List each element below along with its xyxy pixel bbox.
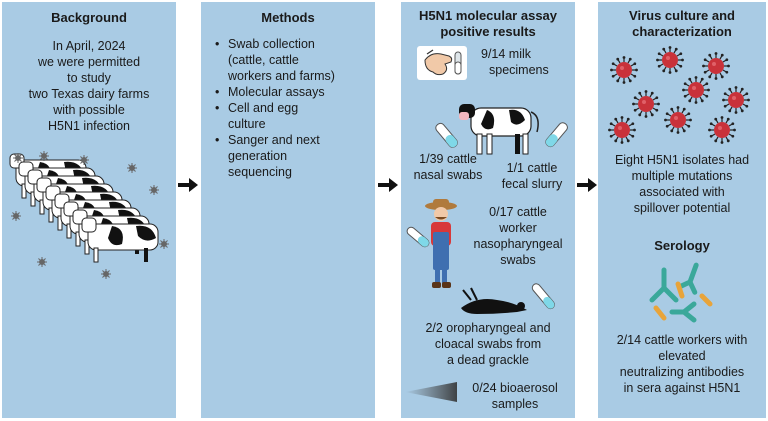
virus-particle-icon [37,257,47,267]
background-line: with possible [53,103,125,117]
grackle-line: a dead grackle [446,353,529,367]
farm-worker-icon [425,199,457,288]
methods-list: Swab collection (cattle, cattle workers … [215,36,373,180]
test-tube-icon [545,122,568,148]
bioaerosol-line: samples [491,397,539,411]
fecal-slurry-line: fecal slurry [501,177,563,191]
worker-swab-line: swabs [500,253,536,267]
virus-particle-icon [610,56,638,84]
methods-item: Molecular assays [215,84,373,100]
grackle-result: 2/2 oropharyngeal and cloacal swabs from… [401,320,575,368]
methods-item-line: Sanger and next [228,133,320,147]
results-title: H5N1 molecular assay positive results [401,8,575,40]
virus-panel: Virus culture and characterization Eight… [598,2,766,418]
nasal-swab-result: 1/39 cattle nasal swabs [403,151,493,183]
background-line: H5N1 infection [48,119,130,133]
results-title-line: H5N1 molecular assay [418,8,558,23]
milk-result: 9/14 milk specimens [481,46,571,78]
virus-particle-icon [664,106,692,134]
methods-title: Methods [261,10,315,25]
virus-particle-icon [101,269,111,279]
methods-item-line: Swab collection [228,37,315,51]
background-title: Background [51,10,127,25]
isolates-line: associated with [639,185,725,199]
arrow-right-icon [178,178,198,192]
methods-item-line: culture [228,117,266,131]
serology-line: neutralizing antibodies [619,365,745,379]
isolates-text: Eight H5N1 isolates had multiple mutatio… [598,152,766,216]
methods-item-line: generation [228,149,288,163]
methods-item: Sanger and next generation sequencing [215,132,373,180]
virus-particle-icon [127,163,137,173]
virus-particle-icon [149,185,159,195]
serology-line: elevated [658,349,706,363]
methods-item-line: sequencing [228,165,292,179]
methods-item: Swab collection (cattle, cattle workers … [215,36,373,84]
virus-particle-icon [39,151,49,161]
arrow-right-icon [378,178,398,192]
virus-particle-icon [13,153,23,163]
methods-item: Cell and egg culture [215,100,373,132]
methods-item-line: (cattle, cattle [228,53,299,67]
isolates-line: spillover potential [633,201,731,215]
milk-result-line: specimens [489,63,549,77]
background-line: In April, 2024 [52,39,126,53]
isolates-line: Eight H5N1 isolates had [614,153,750,167]
serology-line: in sera against H5N1 [623,381,741,395]
fecal-slurry-result: 1/1 cattle fecal slurry [489,160,575,192]
virus-particle-icon [632,90,660,118]
methods-item-line: Molecular assays [228,85,325,99]
cow-icon [459,104,539,155]
virus-particle-icon [608,116,636,144]
worker-swab-line: nasopharyngeal [473,237,563,251]
methods-item-line: workers and farms) [228,69,335,83]
serology-line: 2/14 cattle workers with [616,333,748,347]
virus-title: Virus culture and characterization [598,8,766,40]
cow-herd-icon [9,151,169,279]
results-panel: H5N1 molecular assay positive results 9/… [401,2,575,418]
cow-icon [81,217,159,263]
methods-item-line: Cell and egg [228,101,299,115]
virus-cluster [608,46,750,144]
bioaerosol-line: 0/24 bioaerosol [472,381,558,395]
virus-title-line: characterization [632,24,732,39]
virus-particle-icon [702,52,730,80]
virus-particle-icon [722,86,750,114]
background-line: to study [67,71,111,85]
bioaerosol-result: 0/24 bioaerosol samples [459,380,571,412]
background-line: two Texas dairy farms [28,87,150,101]
nasal-swab-line: 1/39 cattle [419,152,477,166]
worker-swab-line: 0/17 cattle [489,205,547,219]
nasal-swab-line: nasal swabs [413,168,483,182]
fecal-slurry-line: 1/1 cattle [506,161,558,175]
results-title-line: positive results [440,24,536,39]
worker-swab-result: 0/17 cattle worker nasopharyngeal swabs [463,204,573,268]
arrow-right-icon [577,178,597,192]
virus-particle-icon [682,76,710,104]
virus-particle-icon [159,239,169,249]
antibody-icon [649,262,713,323]
test-tube-icon [406,226,430,248]
virus-title-line: Virus culture and [629,8,735,23]
background-text: In April, 2024 we were permitted to stud… [2,38,176,134]
milk-result-line: 9/14 milk [481,47,532,61]
test-tube-icon [435,122,458,148]
milking-hand-icon [417,46,467,80]
test-tube-icon [531,283,555,310]
grackle-line: 2/2 oropharyngeal and [425,321,551,335]
background-line: we were permitted [37,55,141,69]
worker-swab-line: worker [499,221,537,235]
background-panel: Background In April, 2024 we were permit… [2,2,176,418]
serology-title: Serology [654,238,710,253]
virus-particle-icon [656,46,684,74]
dead-bird-icon [461,287,527,314]
grackle-line: cloacal swabs from [434,337,542,351]
methods-panel: Methods Swab collection (cattle, cattle … [201,2,375,418]
serology-text: 2/14 cattle workers with elevated neutra… [598,332,766,396]
virus-particle-icon [708,116,736,144]
bioaerosol-icon [405,382,457,402]
isolates-line: multiple mutations [631,169,733,183]
virus-particle-icon [11,211,21,221]
virus-particle-icon [79,155,89,165]
